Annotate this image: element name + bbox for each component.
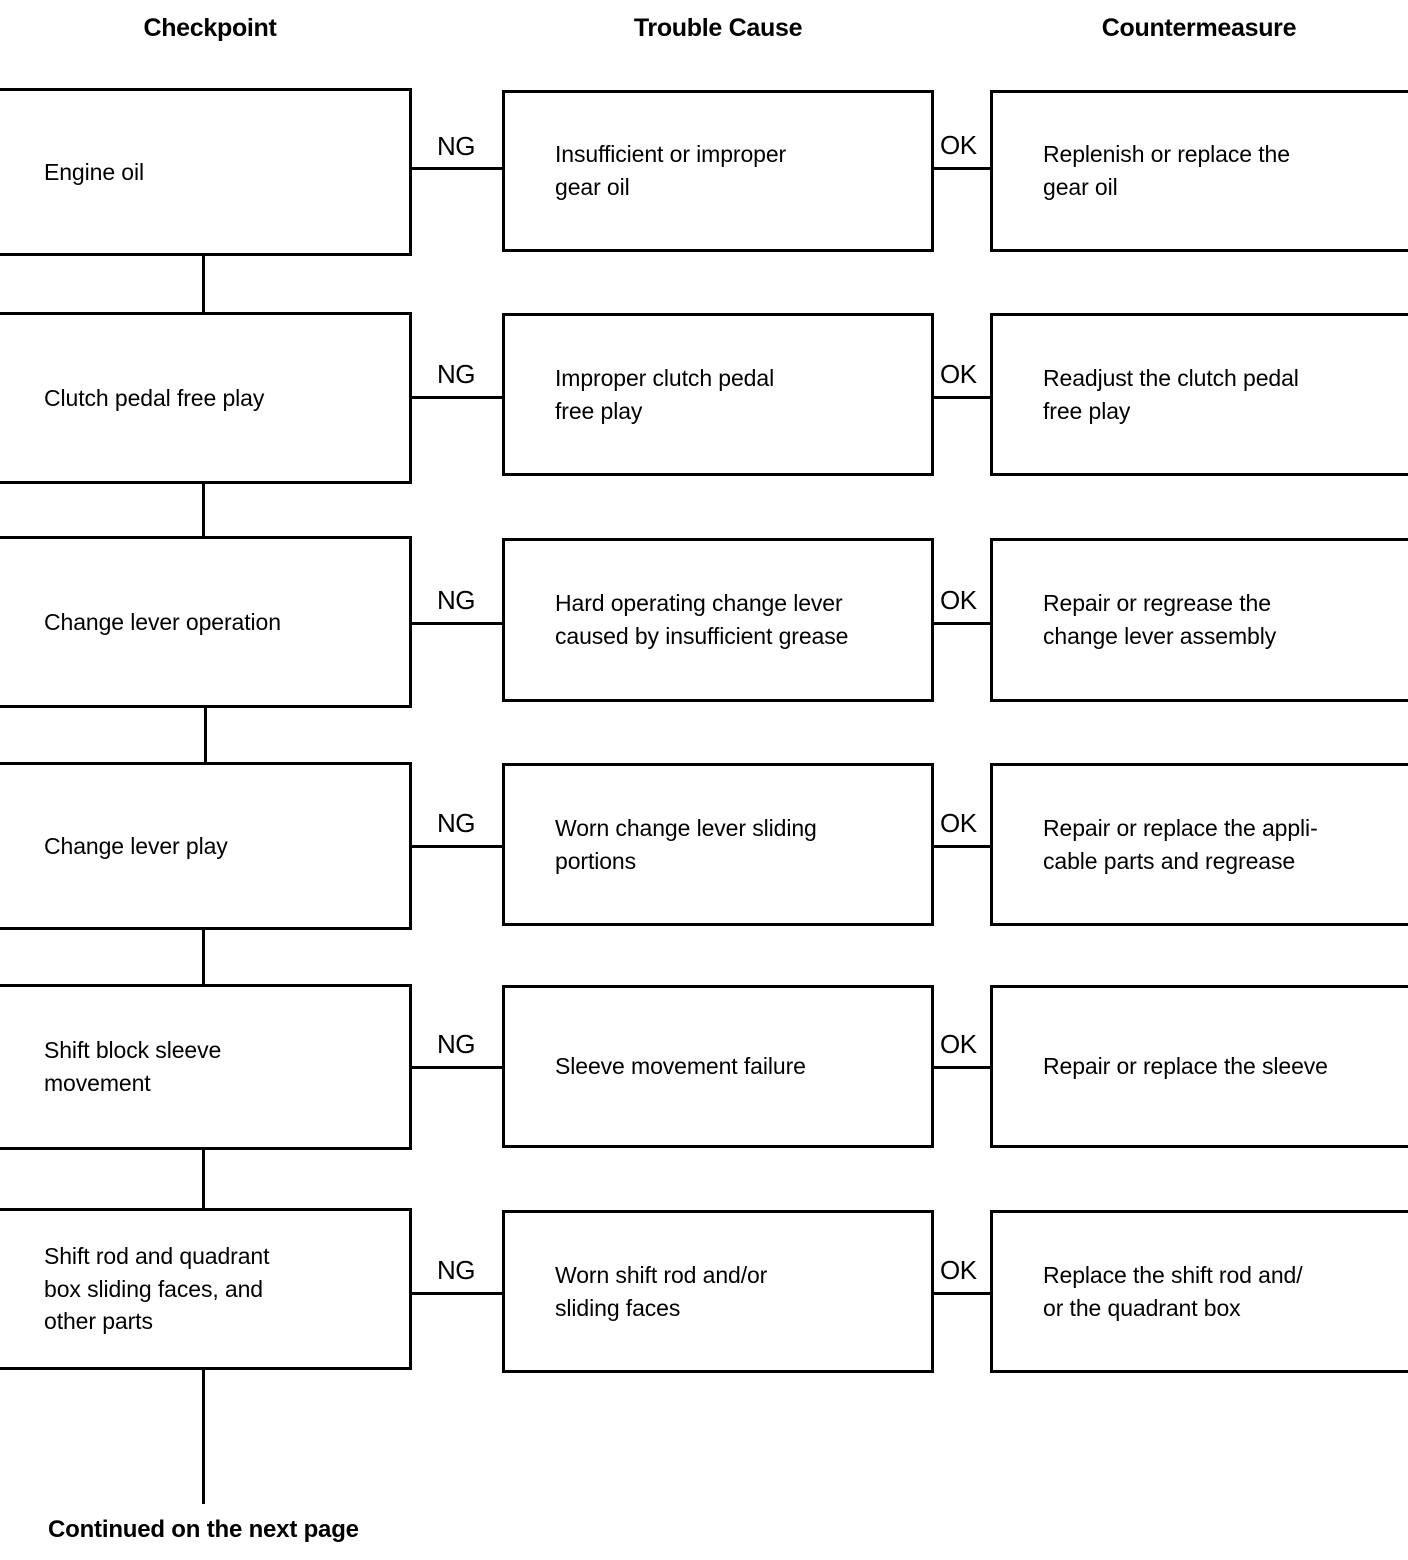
checkpoint-spine-segment <box>202 927 205 987</box>
countermeasure-label: Replenish or replace the gear oil <box>1043 141 1290 200</box>
column-header-trouble-cause: Trouble Cause <box>633 14 803 42</box>
trouble-cause-box[interactable]: Worn shift rod and/or sliding faces <box>502 1210 934 1373</box>
trouble-cause-label: Hard operating change lever caused by in… <box>555 590 849 649</box>
countermeasure-label: Replace the shift rod and/ or the quadra… <box>1043 1261 1303 1321</box>
ok-connector-line <box>931 1292 993 1295</box>
checkpoint-box[interactable]: Engine oil <box>0 88 412 256</box>
ng-connector-line <box>409 396 505 399</box>
ok-label: OK <box>940 585 977 615</box>
trouble-cause-label: Sleeve movement failure <box>555 1053 806 1080</box>
column-header-countermeasure: Countermeasure <box>1101 14 1297 42</box>
column-header-checkpoint: Checkpoint <box>143 14 277 42</box>
ng-label: NG <box>437 585 476 615</box>
checkpoint-label: Engine oil <box>44 158 145 185</box>
countermeasure-label: Repair or replace the appli- cable parts… <box>1043 814 1318 874</box>
ok-connector-line <box>931 622 993 625</box>
ok-connector-line <box>931 167 993 170</box>
checkpoint-spine-segment <box>204 705 207 765</box>
ng-connector-line <box>409 167 505 170</box>
checkpoint-label: Shift rod and quadrant box sliding faces… <box>44 1243 270 1335</box>
trouble-cause-box[interactable]: Worn change lever sliding portions <box>502 763 934 926</box>
countermeasure-box[interactable]: Repair or replace the appli- cable parts… <box>990 763 1408 926</box>
checkpoint-box[interactable]: Clutch pedal free play <box>0 312 412 484</box>
countermeasure-box[interactable]: Readjust the clutch pedal free play <box>990 313 1408 476</box>
countermeasure-box[interactable]: Repair or regrease the change lever asse… <box>990 538 1408 702</box>
countermeasure-label: Readjust the clutch pedal free play <box>1043 364 1299 424</box>
checkpoint-box[interactable]: Shift rod and quadrant box sliding faces… <box>0 1208 412 1370</box>
trouble-cause-label: Worn shift rod and/or sliding faces <box>555 1261 768 1321</box>
trouble-cause-label: Worn change lever sliding portions <box>555 814 817 874</box>
checkpoint-spine-segment <box>202 1147 205 1211</box>
ng-connector-line <box>409 1066 505 1069</box>
trouble-cause-box[interactable]: Improper clutch pedal free play <box>502 313 934 476</box>
checkpoint-label: Change lever play <box>44 832 228 859</box>
trouble-cause-box[interactable]: Hard operating change lever caused by in… <box>502 538 934 702</box>
ng-label: NG <box>437 1029 476 1059</box>
checkpoint-spine-segment <box>202 481 205 539</box>
ng-connector-line <box>409 622 505 625</box>
ng-label: NG <box>437 808 476 838</box>
ok-connector-line <box>931 1066 993 1069</box>
trouble-cause-label: Insufficient or improper gear oil <box>555 141 787 200</box>
checkpoint-spine-segment <box>202 253 205 315</box>
ok-label: OK <box>940 130 977 160</box>
countermeasure-box[interactable]: Replenish or replace the gear oil <box>990 90 1408 252</box>
checkpoint-label: Change lever operation <box>44 608 281 635</box>
trouble-cause-label: Improper clutch pedal free play <box>555 364 775 424</box>
ng-connector-line <box>409 845 505 848</box>
ok-label: OK <box>940 1255 977 1285</box>
ng-label: NG <box>437 1255 476 1285</box>
countermeasure-label: Repair or replace the sleeve <box>1043 1053 1328 1080</box>
trouble-cause-box[interactable]: Insufficient or improper gear oil <box>502 90 934 252</box>
trouble-cause-box[interactable]: Sleeve movement failure <box>502 985 934 1148</box>
ok-label: OK <box>940 808 977 838</box>
checkpoint-box[interactable]: Change lever operation <box>0 536 412 708</box>
countermeasure-box[interactable]: Repair or replace the sleeve <box>990 985 1408 1148</box>
ok-connector-line <box>931 396 993 399</box>
checkpoint-spine-tail <box>202 1368 205 1504</box>
ng-connector-line <box>409 1292 505 1295</box>
ng-label: NG <box>437 131 476 161</box>
checkpoint-label: Clutch pedal free play <box>44 384 265 411</box>
ok-label: OK <box>940 359 977 389</box>
ok-label: OK <box>940 1029 977 1059</box>
countermeasure-box[interactable]: Replace the shift rod and/ or the quadra… <box>990 1210 1408 1373</box>
ng-label: NG <box>437 359 476 389</box>
countermeasure-label: Repair or regrease the change lever asse… <box>1043 590 1277 649</box>
continued-note: Continued on the next page <box>48 1516 359 1543</box>
checkpoint-label: Shift block sleeve movement <box>44 1037 222 1096</box>
ok-connector-line <box>931 845 993 848</box>
checkpoint-box[interactable]: Shift block sleeve movement <box>0 984 412 1150</box>
checkpoint-box[interactable]: Change lever play <box>0 762 412 930</box>
